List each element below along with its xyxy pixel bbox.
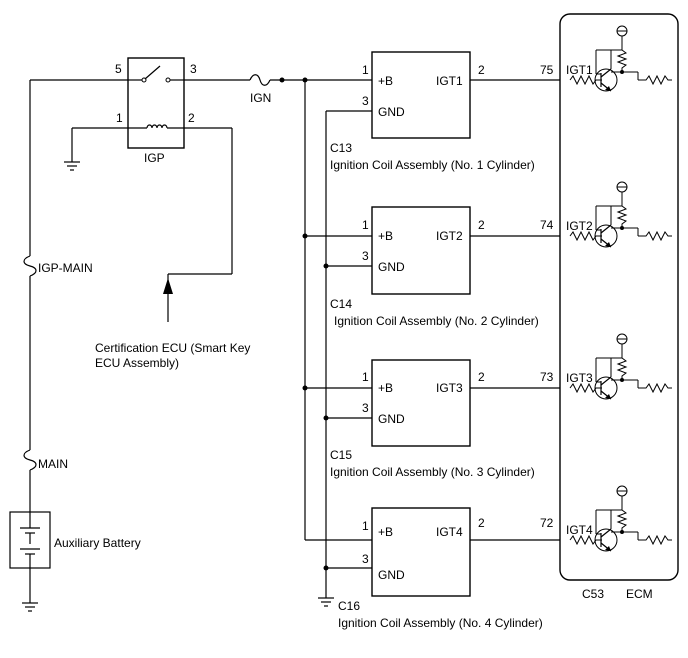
transistor-icon bbox=[594, 376, 618, 400]
coil2-pin-gnd: 3 bbox=[362, 249, 369, 263]
coil2-pin-b: 1 bbox=[362, 218, 369, 232]
ecm-igt-label: IGT3 bbox=[566, 371, 593, 385]
coil3-igt-label: IGT3 bbox=[436, 381, 463, 395]
igp-relay-label: IGP bbox=[144, 151, 165, 165]
igp-pin-5: 5 bbox=[115, 62, 122, 76]
igp-relay-switch-icon bbox=[128, 65, 184, 83]
coil3-gnd-label: GND bbox=[378, 412, 405, 426]
certification-ecu-wire bbox=[167, 127, 233, 322]
certification-ecu-label-1: Certification ECU (Smart Key bbox=[95, 341, 250, 355]
coil4-b-label: +B bbox=[378, 525, 393, 539]
coil2-gnd-label: GND bbox=[378, 260, 405, 274]
coil2-connector: C14 bbox=[330, 297, 352, 311]
igp-pin-2: 2 bbox=[188, 111, 195, 125]
auxiliary-battery-icon bbox=[9, 511, 51, 569]
ecm-stage-1: IGT1 bbox=[566, 25, 672, 92]
relay-ground-icon bbox=[64, 161, 80, 171]
output-resistor-icon bbox=[638, 534, 672, 546]
main-supply-wire bbox=[29, 79, 128, 603]
transistor-icon bbox=[594, 224, 618, 248]
battery-label: Auxiliary Battery bbox=[54, 536, 141, 550]
ecm-igt-label: IGT2 bbox=[566, 219, 593, 233]
igp-pin-1: 1 bbox=[116, 111, 123, 125]
ignition-coil-3: 1 3 +B GND IGT3 2 73 C15 Ignition Coil A… bbox=[302, 359, 570, 479]
coil-ground-icon bbox=[318, 597, 334, 607]
coil2-b-label: +B bbox=[378, 229, 393, 243]
battery-ground-icon bbox=[22, 602, 38, 612]
coil2-igt-label: IGT2 bbox=[436, 229, 463, 243]
coil1-pin-b: 1 bbox=[362, 63, 369, 77]
coil3-pin-b: 1 bbox=[362, 370, 369, 384]
igp-main-fuse-label: IGP-MAIN bbox=[38, 261, 93, 275]
main-fuse-icon bbox=[23, 449, 37, 471]
pullup-resistor-icon bbox=[616, 509, 628, 533]
ecm-igt-label: IGT4 bbox=[566, 523, 593, 537]
coil4-connector: C16 bbox=[338, 599, 360, 613]
output-resistor-icon bbox=[638, 230, 672, 242]
signal-arrow-icon bbox=[163, 278, 173, 294]
transistor-icon bbox=[594, 68, 618, 92]
coil3-pin-gnd: 3 bbox=[362, 401, 369, 415]
igp-main-fuse-icon bbox=[23, 255, 37, 277]
coil2-pin-igt: 2 bbox=[478, 218, 485, 232]
output-resistor-icon bbox=[638, 74, 672, 86]
ecm-stage-2: IGT2 bbox=[566, 181, 672, 248]
igp-relay-box bbox=[127, 57, 185, 149]
coil4-gnd-label: GND bbox=[378, 568, 405, 582]
ignition-coil-4: 1 3 +B GND IGT4 2 72 C16 Ignition Coil A… bbox=[305, 507, 570, 630]
igp-pin-3: 3 bbox=[190, 62, 197, 76]
ign-junction-dot bbox=[279, 77, 285, 83]
coil1-b-label: +B bbox=[378, 74, 393, 88]
ecm-box bbox=[559, 13, 679, 581]
ecm-stage-3: IGT3 bbox=[566, 333, 672, 400]
ecm-connector: C53 bbox=[582, 587, 604, 601]
coil1-pin-gnd: 3 bbox=[362, 94, 369, 108]
pullup-resistor-icon bbox=[616, 205, 628, 229]
coil1-igt-label: IGT1 bbox=[436, 74, 463, 88]
ignition-coil-2: 1 3 +B GND IGT2 2 74 C14 Ignition Coil A… bbox=[302, 206, 570, 328]
ign-fuse-icon bbox=[249, 74, 271, 86]
coil3-pin-igt: 2 bbox=[478, 370, 485, 384]
coil4-pin-b: 1 bbox=[362, 519, 369, 533]
transistor-icon bbox=[594, 528, 618, 552]
coil4-pin-igt: 2 bbox=[478, 516, 485, 530]
coil3-connector: C15 bbox=[330, 448, 352, 462]
relay-coil-ground-wire bbox=[71, 127, 128, 162]
coil1-gnd-label: GND bbox=[378, 105, 405, 119]
main-fuse-label: MAIN bbox=[38, 457, 68, 471]
coil2-name: Ignition Coil Assembly (No. 2 Cylinder) bbox=[334, 314, 539, 328]
coil4-igt-label: IGT4 bbox=[436, 525, 463, 539]
coil3-b-label: +B bbox=[378, 381, 393, 395]
output-resistor-icon bbox=[638, 382, 672, 394]
certification-ecu-label-2: ECU Assembly) bbox=[95, 356, 179, 370]
coil4-pin-gnd: 3 bbox=[362, 552, 369, 566]
igp-relay-coil-icon bbox=[128, 124, 184, 129]
ecm-igt-label: IGT1 bbox=[566, 63, 593, 77]
coil3-name: Ignition Coil Assembly (No. 3 Cylinder) bbox=[330, 465, 535, 479]
coil2-ecu-pin: 74 bbox=[540, 218, 554, 232]
coil1-pin-igt: 2 bbox=[478, 63, 485, 77]
coil4-name: Ignition Coil Assembly (No. 4 Cylinder) bbox=[338, 616, 543, 630]
coil4-ecu-pin: 72 bbox=[540, 516, 554, 530]
pullup-resistor-icon bbox=[616, 357, 628, 381]
ecm-stage-4: IGT4 bbox=[566, 485, 672, 552]
coil1-ecu-pin: 75 bbox=[540, 63, 554, 77]
ign-fuse-label: IGN bbox=[250, 91, 271, 105]
coil1-name: Ignition Coil Assembly (No. 1 Cylinder) bbox=[330, 158, 535, 172]
pullup-resistor-icon bbox=[616, 49, 628, 73]
ecm-label: ECM bbox=[626, 587, 653, 601]
coil1-connector: C13 bbox=[330, 141, 352, 155]
ignition-coil-1: 1 3 +B GND IGT1 2 75 C13 Ignition Coil A… bbox=[302, 51, 570, 172]
coil3-ecu-pin: 73 bbox=[540, 370, 554, 384]
